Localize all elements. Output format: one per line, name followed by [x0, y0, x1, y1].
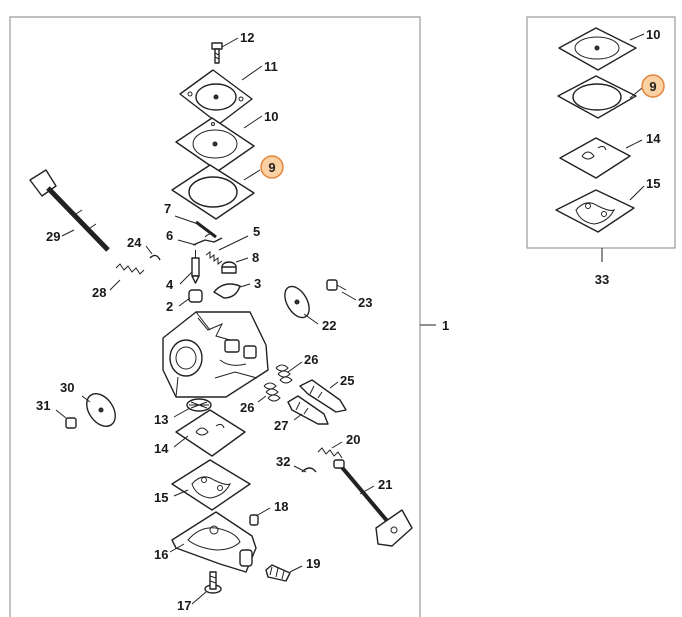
part-8-plug	[221, 261, 237, 274]
callout-22: 22	[322, 318, 336, 333]
main-assembly-frame	[9, 16, 421, 617]
kit-part-15-gasket	[555, 189, 635, 233]
kit-part-14-pump-diaphragm	[559, 137, 631, 179]
kit-callout-15: 15	[646, 176, 660, 191]
callout-14: 14	[154, 441, 169, 456]
part-4-inlet-needle	[191, 250, 200, 284]
callout-2: 2	[166, 299, 173, 314]
callout-30: 30	[60, 380, 74, 395]
part-25-adjusting-screw	[299, 379, 347, 413]
callout-9-highlight: 9	[260, 155, 284, 179]
part-23-screw	[326, 279, 347, 291]
callout-25: 25	[340, 373, 354, 388]
callout-10: 10	[264, 109, 278, 124]
kit-callout-9-highlight: 9	[641, 74, 665, 98]
callout-7: 7	[164, 201, 171, 216]
callout-27: 27	[274, 418, 288, 433]
kit-callout-10: 10	[646, 27, 660, 42]
callout-24: 24	[127, 235, 142, 250]
callout-11: 11	[264, 59, 278, 74]
kit-callout-14: 14	[646, 131, 661, 146]
part-17-screw	[204, 571, 222, 594]
part-24-clip	[149, 254, 161, 261]
kit-callout-9-circle	[641, 74, 665, 98]
callout-9: 9	[268, 160, 275, 175]
callout-9-circle	[260, 155, 284, 179]
kit-part-9-gasket	[557, 75, 637, 119]
part-11-cover	[179, 69, 253, 125]
carburetor-body	[162, 311, 269, 398]
part-28-spring	[115, 263, 145, 275]
callout-15: 15	[154, 490, 168, 505]
callouts-main: 12 11 10 9 7 6 5 8 4 3 2 23 22 1 26 25 2…	[36, 30, 449, 613]
part-30-disc	[86, 393, 116, 427]
leader-lines	[55, 33, 645, 605]
callout-13: 13	[154, 412, 168, 427]
callout-23: 23	[358, 295, 372, 310]
callout-29: 29	[46, 229, 60, 244]
part-3-valve	[213, 283, 241, 299]
callout-21: 21	[378, 477, 392, 492]
callout-18: 18	[274, 499, 288, 514]
part-18-pin	[249, 514, 259, 526]
callout-5: 5	[253, 224, 260, 239]
kit-part-10-diaphragm	[558, 27, 637, 71]
part-9-gasket	[171, 164, 255, 220]
callout-6: 6	[166, 228, 173, 243]
callout-28: 28	[92, 285, 106, 300]
part-26-spring-upper	[275, 364, 293, 384]
part-31-screw	[65, 417, 77, 429]
callout-16: 16	[154, 547, 168, 562]
part-26-spring-lower	[263, 382, 281, 402]
callout-20: 20	[346, 432, 360, 447]
part-22-disc	[284, 285, 310, 319]
part-21-throttle-shaft	[333, 459, 413, 547]
part-14-pump-diaphragm	[175, 409, 246, 457]
callout-33: 33	[595, 272, 609, 287]
part-20-spring	[317, 447, 343, 459]
part-15-gasket	[171, 459, 251, 511]
callout-26-upper: 26	[304, 352, 318, 367]
callout-8: 8	[252, 250, 259, 265]
kit-callout-9: 9	[649, 79, 656, 94]
callout-26-lower: 26	[240, 400, 254, 415]
part-13-screen	[186, 398, 212, 412]
part-29-choke-shaft	[29, 169, 110, 252]
kit-frame	[526, 16, 676, 249]
part-10-diaphragm	[175, 117, 255, 172]
part-6-inlet-lever	[192, 233, 223, 246]
part-16-pump-cover	[171, 511, 257, 573]
part-12-screw	[211, 42, 223, 64]
callout-3: 3	[254, 276, 261, 291]
part-2-plug	[188, 289, 203, 303]
callout-12: 12	[240, 30, 254, 45]
callout-19: 19	[306, 556, 320, 571]
callouts-kit: 10 9 14 15 33	[595, 27, 665, 287]
callout-17: 17	[177, 598, 191, 613]
part-19-screw	[265, 564, 291, 582]
part-5-spring	[205, 251, 223, 265]
callout-1: 1	[442, 318, 449, 333]
callout-4: 4	[166, 277, 174, 292]
part-27-adjusting-screw	[287, 395, 329, 425]
callout-32: 32	[276, 454, 290, 469]
callout-31: 31	[36, 398, 50, 413]
